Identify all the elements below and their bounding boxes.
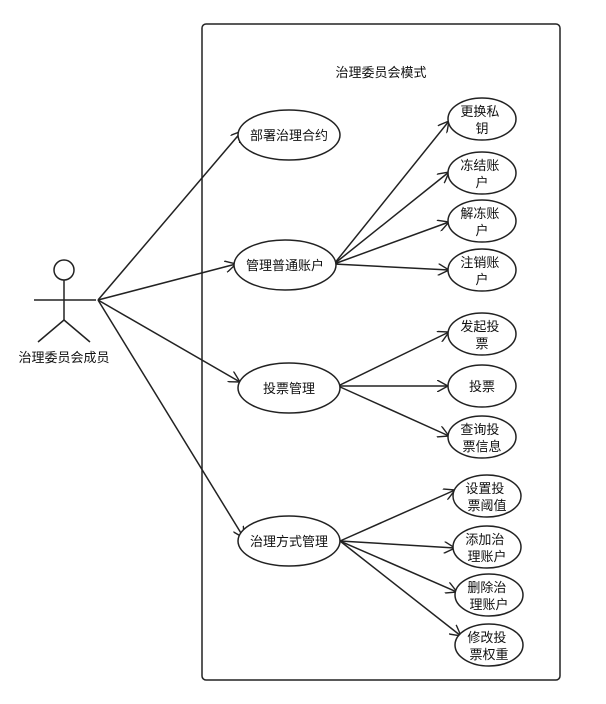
uc-vote bbox=[447, 364, 517, 408]
actor-stick-figure bbox=[34, 259, 96, 343]
uc-start-vote-label: 发起投 票 bbox=[460, 319, 503, 352]
uc-governance-mode bbox=[237, 515, 341, 567]
assoc-change-key bbox=[333, 121, 449, 265]
assoc-vote-manage bbox=[97, 299, 240, 382]
uc-vote-manage-label: 投票管理 bbox=[263, 381, 315, 397]
assoc-add-gov bbox=[339, 540, 455, 548]
uc-unfreeze-label: 解冻账 户 bbox=[460, 206, 503, 239]
uc-deploy-label: 部署治理合约 bbox=[250, 129, 328, 144]
actor-associations bbox=[97, 131, 244, 538]
uc-del-gov bbox=[454, 573, 524, 617]
uc-governance-mode-label: 治理方式管理 bbox=[250, 534, 328, 550]
use-case-labels: 部署治理合约 管理普通账户 投票管理 治理方式管理 更换私 钥 冻结账 户 解冻… bbox=[246, 105, 510, 663]
actor-head bbox=[53, 259, 75, 281]
actor-left-leg bbox=[37, 319, 65, 343]
uc-change-weight bbox=[454, 623, 524, 667]
assoc-freeze bbox=[333, 172, 449, 265]
uc-query-vote-label: 查询投 票信息 bbox=[460, 422, 503, 455]
uc-change-key bbox=[447, 97, 517, 141]
uc-vote-label: 投票 bbox=[469, 379, 495, 395]
uc-change-key-label: 更换私 钥 bbox=[460, 105, 503, 137]
uc-set-threshold bbox=[452, 474, 522, 518]
uc-deploy bbox=[237, 109, 341, 161]
uc-cancel-label: 注销账 户 bbox=[460, 256, 503, 288]
assoc-set-threshold bbox=[339, 490, 455, 542]
assoc-start-vote bbox=[337, 332, 449, 387]
actor-right-leg bbox=[63, 319, 91, 343]
uc-del-gov-label: 删除治 理账户 bbox=[467, 581, 510, 613]
assoc-manage-accounts bbox=[97, 264, 236, 301]
actor-label: 治理委员会成员 bbox=[18, 351, 109, 366]
assoc-deploy bbox=[97, 131, 242, 301]
uc-query-vote bbox=[447, 415, 517, 459]
uc-manage-accounts-label: 管理普通账户 bbox=[246, 258, 324, 274]
uc-manage-accounts bbox=[233, 239, 337, 291]
system-boundary bbox=[201, 23, 561, 681]
uc-add-gov bbox=[452, 525, 522, 569]
system-title: 治理委员会模式 bbox=[335, 66, 426, 81]
assoc-query-vote bbox=[337, 385, 449, 436]
uc-add-gov-label: 添加治 理账户 bbox=[465, 533, 508, 565]
assoc-del-gov bbox=[339, 540, 457, 592]
uc-freeze-label: 冻结账 户 bbox=[460, 158, 503, 191]
use-cases bbox=[233, 97, 524, 667]
assoc-change-weight bbox=[339, 540, 461, 636]
uc-cancel bbox=[447, 248, 517, 292]
sub-associations bbox=[333, 121, 461, 636]
uc-start-vote bbox=[447, 312, 517, 356]
assoc-governance-mode bbox=[97, 299, 244, 538]
assoc-cancel bbox=[333, 263, 449, 270]
uc-change-weight-label: 修改投 票权重 bbox=[467, 630, 510, 663]
uc-vote-manage bbox=[237, 362, 341, 414]
uc-freeze bbox=[447, 151, 517, 195]
uc-unfreeze bbox=[447, 199, 517, 243]
assoc-unfreeze bbox=[333, 222, 449, 265]
uc-set-threshold-label: 设置投 票阈值 bbox=[465, 481, 508, 514]
